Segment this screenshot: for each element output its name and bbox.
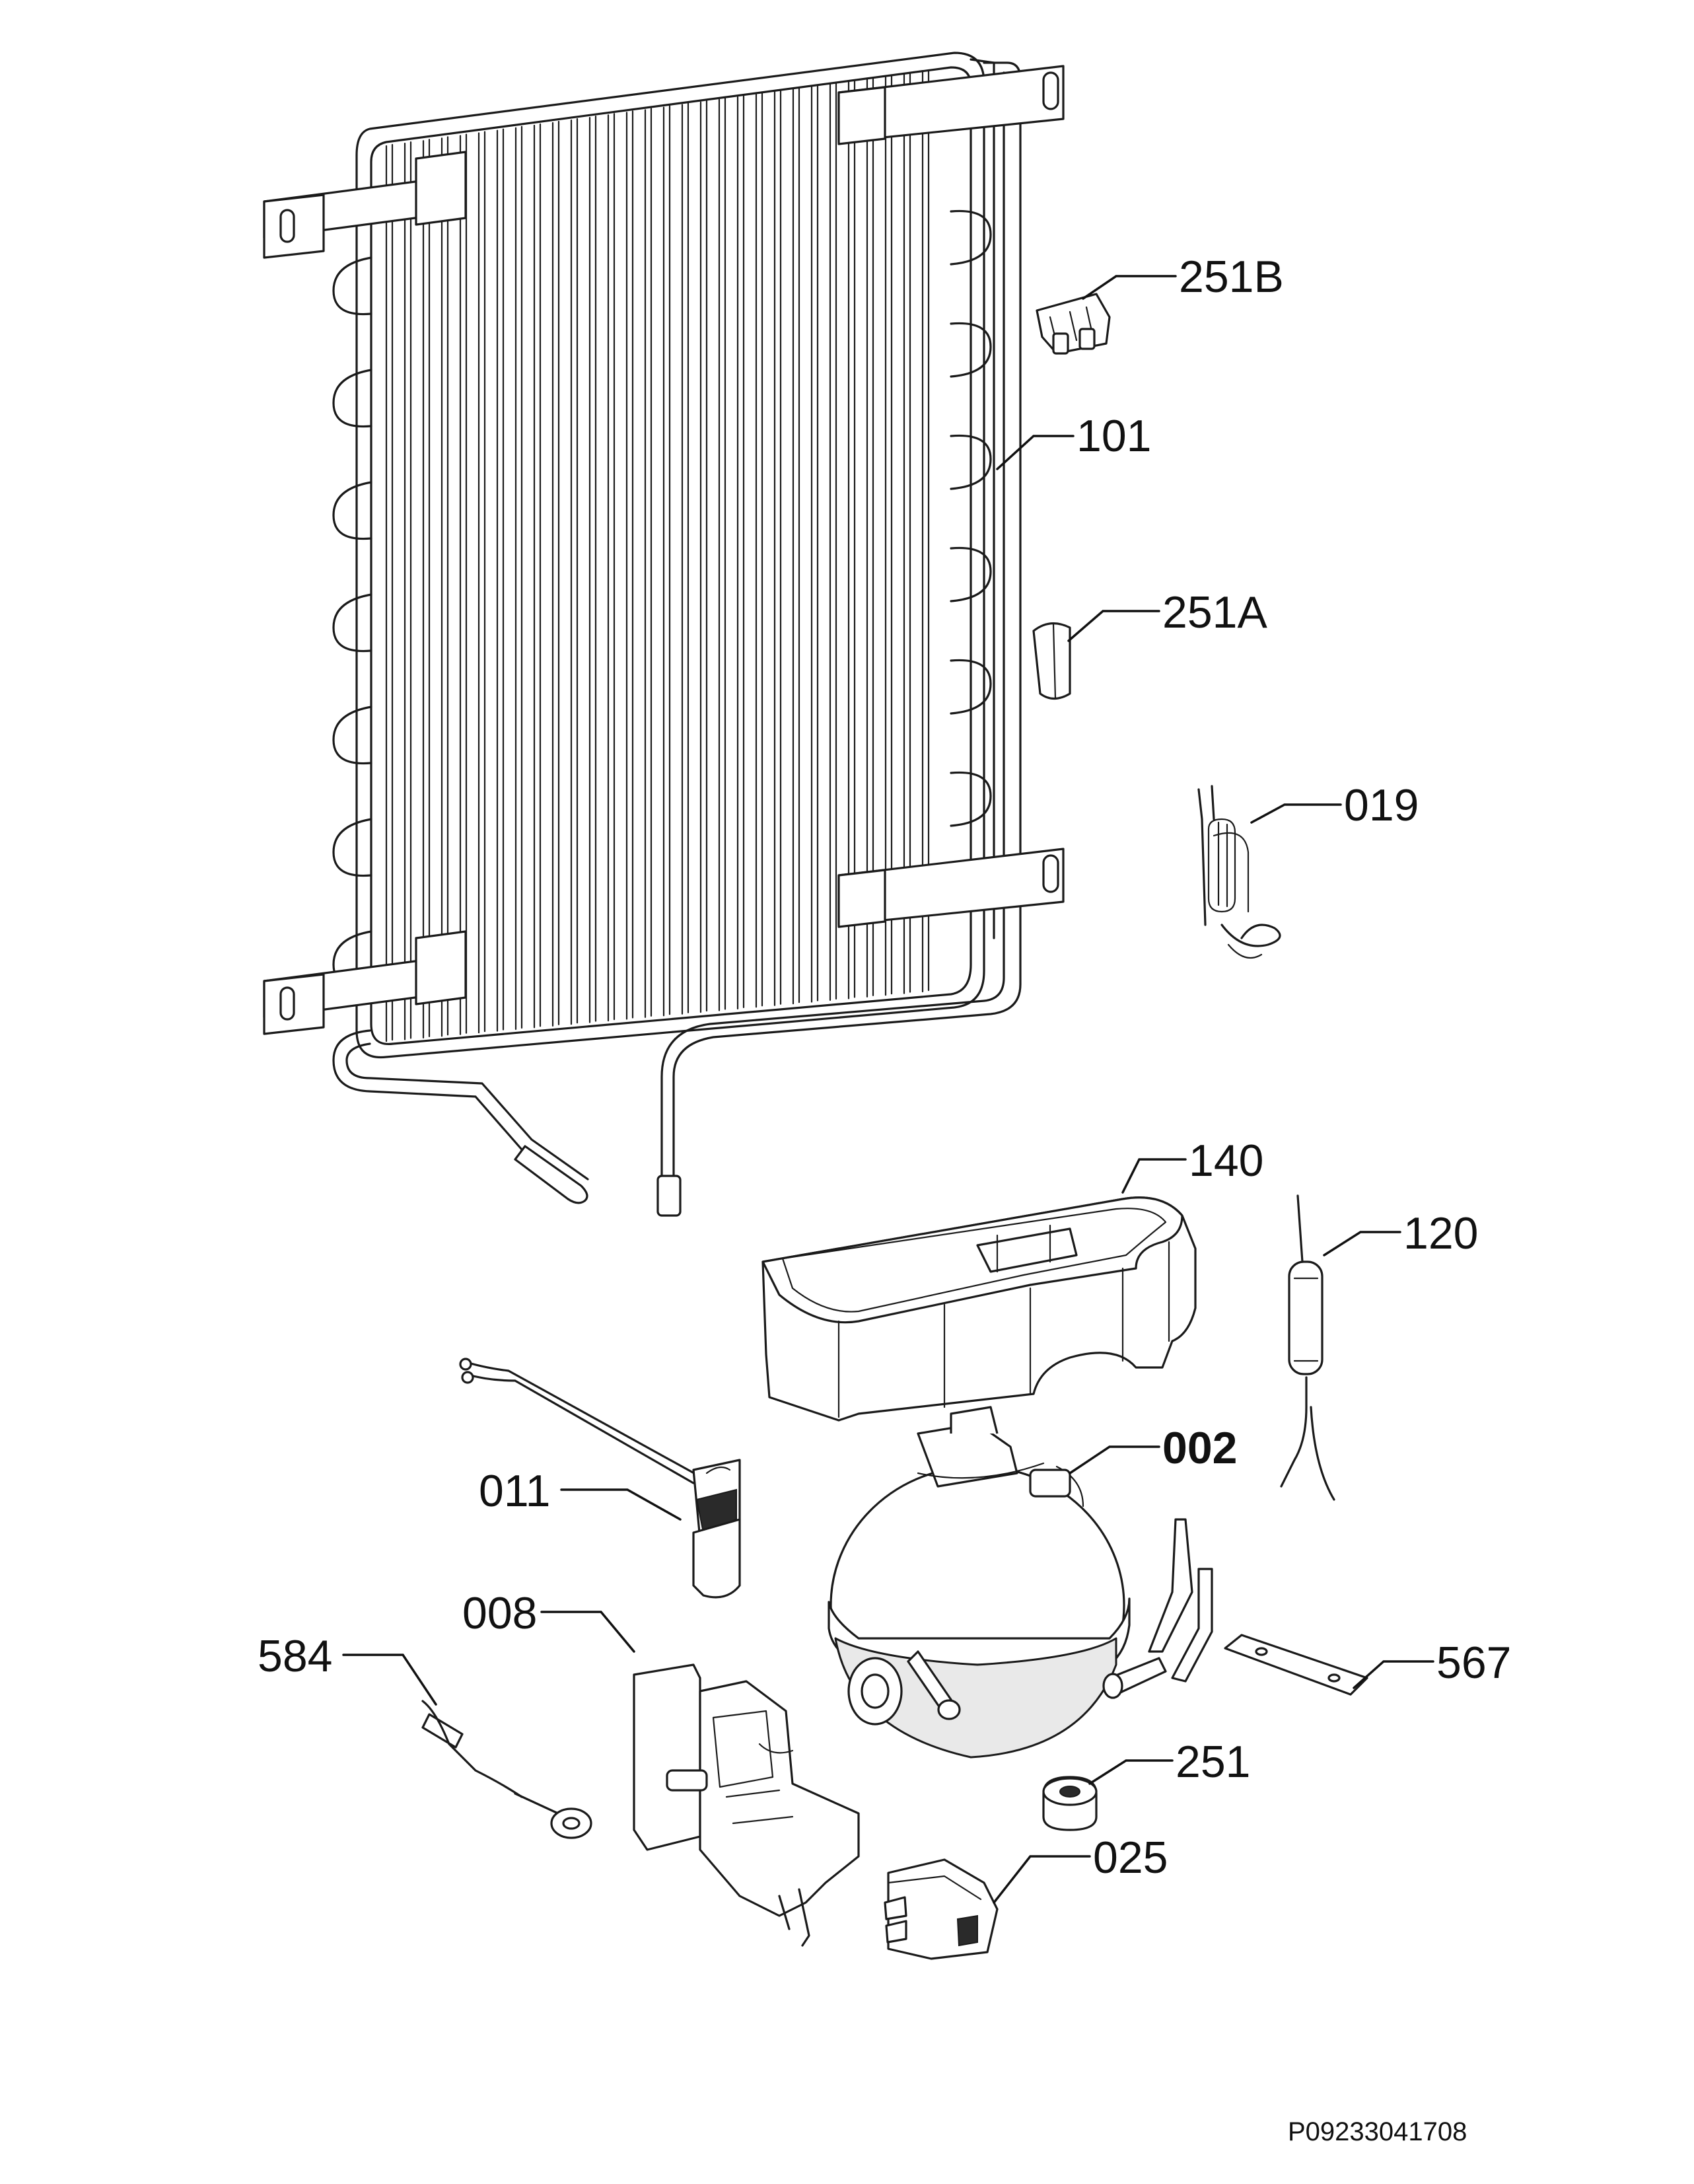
leader-140 (1121, 1158, 1187, 1194)
leader-008 (540, 1611, 635, 1653)
grommet-251 (1042, 1776, 1098, 1831)
label-584: 584 (258, 1631, 332, 1681)
drip-tray-140 (761, 1196, 1197, 1422)
leader-120 (1323, 1231, 1401, 1256)
leader-011 (560, 1488, 682, 1521)
dryer-filter-120 (1280, 1194, 1335, 1501)
leader-025 (993, 1855, 1091, 1904)
condenser-bracket-bottom-left (263, 930, 467, 1035)
leader-584 (342, 1654, 437, 1706)
label-140: 140 (1189, 1136, 1263, 1186)
condenser-bracket-top-right (837, 65, 1065, 145)
clip-251b (1036, 293, 1111, 355)
condenser-grid (263, 52, 1065, 1217)
label-019: 019 (1344, 780, 1419, 830)
label-567: 567 (1436, 1638, 1511, 1688)
leader-101 (996, 435, 1075, 470)
leader-002 (1069, 1445, 1160, 1474)
leader-251 (1088, 1759, 1174, 1785)
clip-251a (1032, 622, 1071, 700)
leader-567 (1353, 1660, 1434, 1689)
label-011: 011 (479, 1466, 550, 1516)
part-labels: 251B 101 251A 019 140 120 002 011 008 58… (258, 252, 1511, 2146)
leader-251b (1082, 275, 1177, 300)
starter-008 (633, 1663, 860, 1947)
ground-cable-584 (421, 1700, 592, 1839)
leader-019 (1250, 803, 1342, 824)
condenser-bracket-top-left (263, 151, 467, 259)
label-251: 251 (1176, 1737, 1250, 1787)
reference-code: P09233041708 (1288, 2117, 1467, 2146)
label-251a: 251A (1162, 587, 1267, 637)
relay-011 (459, 1358, 741, 1599)
label-101: 101 (1076, 411, 1151, 461)
leader-lines (342, 275, 1434, 1904)
bracket-567 (1224, 1634, 1368, 1696)
heater-019 (1197, 785, 1281, 959)
label-025: 025 (1093, 1833, 1168, 1883)
compressor-002 (828, 1406, 1213, 1759)
label-008: 008 (462, 1588, 537, 1638)
label-002: 002 (1162, 1423, 1237, 1473)
relay-025 (884, 1858, 999, 1960)
condenser-bracket-bottom-right (837, 848, 1065, 928)
label-251b: 251B (1179, 252, 1284, 302)
label-120: 120 (1403, 1208, 1478, 1258)
leader-251a (1067, 610, 1160, 642)
